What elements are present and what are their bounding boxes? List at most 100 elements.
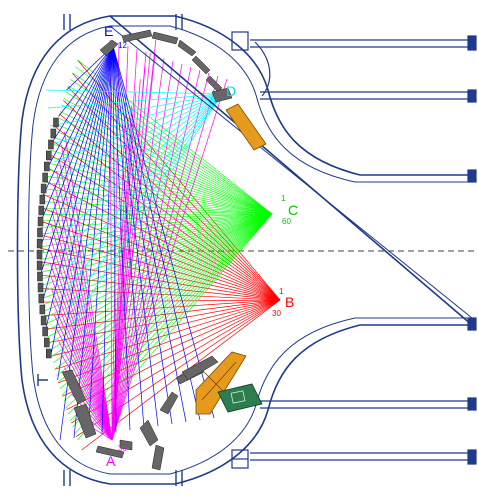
sightline [59,111,273,215]
sightline [111,53,151,441]
sightline [111,48,138,441]
sightline [51,210,113,441]
sightline [67,93,223,289]
sightline [111,79,141,441]
sightline [51,299,281,357]
sightline [44,180,281,301]
sightline [58,341,113,441]
sightline [51,143,273,215]
sightline [50,213,273,351]
sightline [49,93,223,127]
sightline-fans [39,39,281,451]
sightline [46,45,114,170]
sightline [45,213,273,325]
upper-port-duct [231,31,477,183]
sightline [112,45,131,431]
sightline [50,223,113,441]
wall-tile [46,348,52,359]
sightline [51,213,273,357]
sightline [45,89,223,95]
sightline [111,60,174,441]
wall-tile [42,326,48,337]
sightline [75,299,281,437]
sightline [112,45,173,425]
camera-e-channel-count: 12 [118,41,127,50]
camera-b-first-channel: 1 [279,287,284,296]
camera-c-first-channel: 1 [281,194,286,203]
sightline [61,144,113,441]
wall-tile [38,293,45,304]
camera-c-last-channel: 60 [282,217,291,226]
sightline [111,57,165,441]
sightline [50,149,273,215]
wall-tile [37,282,44,293]
sightline [63,213,273,402]
sightline [49,153,281,301]
sightline [61,104,273,215]
sightline [48,156,273,215]
sightline [112,45,215,419]
wall-tile [39,194,46,205]
sightline [61,93,223,235]
sightline [87,45,114,437]
sightline [112,45,159,427]
sightline [54,130,273,215]
wall-tile [36,249,43,260]
sightline [69,93,223,307]
sightline [48,213,273,344]
sightline [48,299,281,343]
sightline [111,118,129,441]
sightline [43,194,281,301]
sightline [112,45,117,433]
lower-port-plug [181,351,247,415]
sightline [49,236,113,441]
sightline [56,213,273,376]
sightline [109,39,113,441]
sightline [63,93,223,253]
sightline [51,45,114,143]
camera-d: D [226,83,236,99]
sightline [43,194,273,215]
sightline [56,124,273,215]
sightline [47,162,273,215]
camera-e: E 12 [104,23,127,50]
wall-tile [50,128,57,139]
wall-tile [42,172,48,183]
sightline [59,93,223,217]
sightline [40,213,273,267]
camera-c-label: C [288,202,298,218]
sightline [40,213,273,235]
sightline [71,93,223,325]
sightline [50,45,114,354]
sightline [53,213,273,363]
wall-tile [37,227,43,238]
camera-a-label: A [106,453,116,469]
wall-tile [36,238,43,249]
sightline [54,213,273,370]
vessel-outer-wall [16,15,475,485]
sightline [111,69,201,441]
sightline [47,93,223,109]
sightline [67,85,273,215]
sightline [111,54,156,441]
sightline [72,213,273,428]
sightline [55,126,281,301]
wall-tile [38,205,45,216]
sightline [74,66,273,215]
sightline [56,328,113,441]
sightline [40,213,273,222]
sightline [41,213,273,215]
camera-b-last-channel: 30 [272,309,281,318]
sightline [112,45,187,423]
sightline [51,93,223,145]
wall-tile [40,315,47,326]
sightline [77,213,273,441]
sightline [111,66,192,441]
vessel-flanges [37,14,183,486]
sightline [64,131,113,441]
sightline [73,45,114,439]
sightline [49,262,113,441]
sightline [40,213,273,273]
sightline [65,213,273,409]
